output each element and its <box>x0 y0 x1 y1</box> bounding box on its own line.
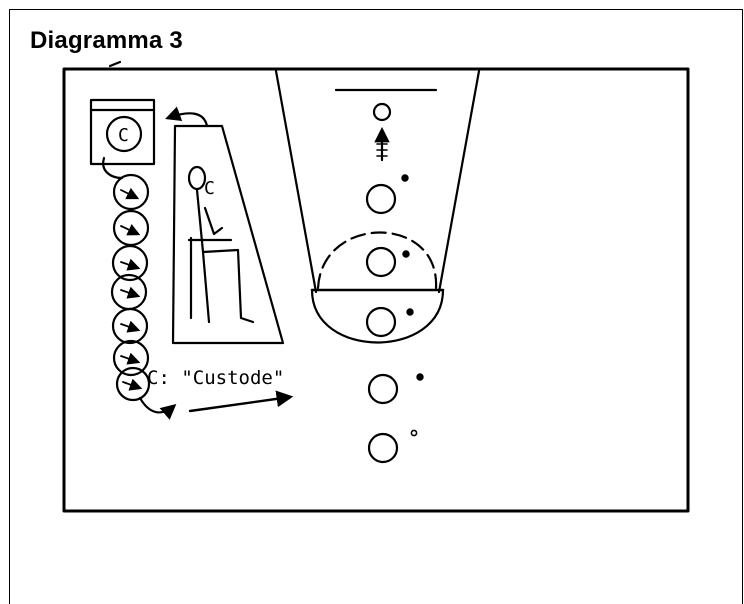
free-throw-lane <box>274 69 481 344</box>
player-dot <box>402 250 410 258</box>
custodian-station: C <box>89 98 209 166</box>
dribble-chain <box>102 156 177 420</box>
return-arrow <box>165 106 209 128</box>
seated-figure-head <box>187 165 207 191</box>
player-line <box>365 102 424 464</box>
player-circle <box>365 306 397 338</box>
player-circle <box>367 373 399 405</box>
chair-label: C <box>204 178 215 199</box>
court-boundary <box>62 67 690 513</box>
diagram-title: Diagramma 3 <box>30 27 183 54</box>
exit-arrow <box>138 396 177 420</box>
lane-bottom-arc <box>310 288 445 344</box>
player-dot <box>416 373 424 381</box>
seated-figure-body <box>187 188 255 324</box>
player-dot <box>406 308 414 316</box>
player-dot <box>410 429 418 437</box>
chair-panel: C <box>171 124 285 345</box>
drive-arrow <box>188 390 294 413</box>
player-dot <box>401 174 409 182</box>
target-circle <box>372 102 392 122</box>
player-circle <box>367 432 399 464</box>
player-circle <box>365 246 397 278</box>
court-tick-mark <box>108 60 122 68</box>
player-circle <box>365 183 397 215</box>
custodian-label: C <box>118 125 129 146</box>
dashed-arc <box>316 231 438 290</box>
legend-text: C: "Custode" <box>147 367 284 389</box>
